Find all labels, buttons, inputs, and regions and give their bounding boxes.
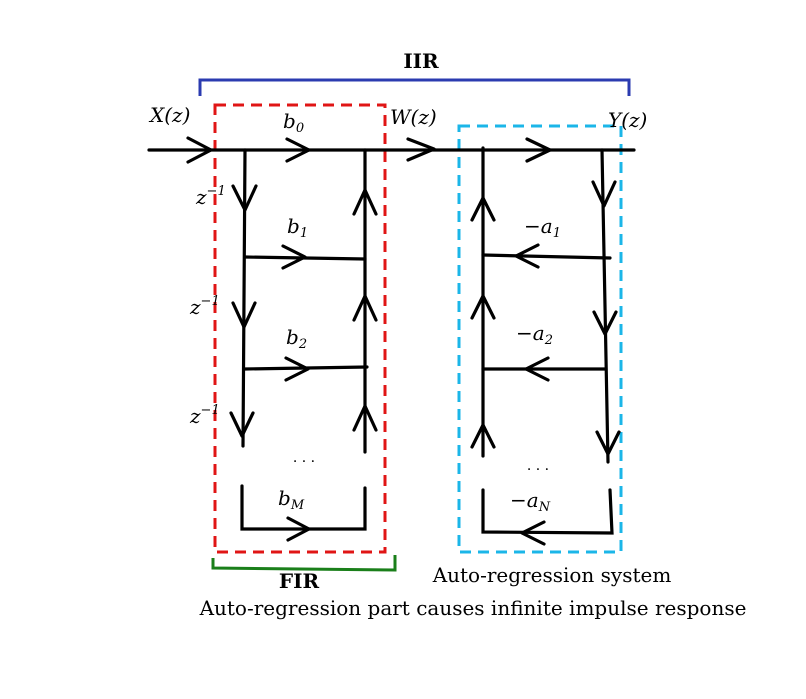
sum-arrow-3-icon [352,404,378,432]
fir-box [213,103,387,554]
sum-arrow-2-icon [352,294,378,322]
aN-label: −aN [510,488,551,515]
delay-label-3: z−1 [189,403,220,428]
aN-arrow-icon [520,520,546,546]
a2-arrow-icon [524,356,550,382]
a1-branch [481,253,612,260]
ar-delay-arrow-2-icon [592,310,618,336]
fir-delay-line [241,148,247,448]
b0-label: b0 [283,109,304,136]
delay-arrow-3-icon [229,411,255,438]
input-label: X(z) [148,103,190,127]
ar-top-arrow-icon [525,137,552,163]
ar-box [457,124,623,554]
delay-label-1: z−1 [195,184,226,209]
ar-ellipsis: · · · [527,462,549,478]
iir-label: IIR [403,49,439,73]
b2-arrow-icon [284,356,310,382]
fir-label: FIR [279,569,320,593]
a1-label: −a1 [524,214,561,241]
intermediate-label: W(z) [390,105,437,129]
aN-branch [481,488,614,535]
fir-ellipsis: · · · [293,454,315,470]
ar-delay-arrow-1-icon [591,180,617,208]
diagram-caption: Auto-regression part causes infinite imp… [199,596,747,620]
b1-label: b1 [287,214,308,241]
ar-system-caption: Auto-regression system [432,563,672,587]
fir-bracket [211,555,397,572]
ar-delay-arrow-3-icon [595,430,621,456]
ar-sum-arrow-3-icon [470,423,496,449]
sum-arrow-1-icon [352,188,378,216]
b1-arrow-icon [281,244,307,270]
bM-label: bM [278,486,305,513]
b2-label: b2 [286,325,307,352]
output-label: Y(z) [608,108,647,132]
w-arrow-icon [406,137,436,162]
iir-bracket [198,78,631,96]
a2-label: −a2 [516,321,553,348]
bM-arrow-icon [286,516,311,542]
delay-label-2: z−1 [189,294,220,319]
delay-arrow-2-icon [231,301,257,329]
b0-arrow-icon [285,137,311,163]
input-arrow-icon [186,136,213,164]
a1-arrow-icon [514,243,540,269]
ar-sum-arrow-1-icon [470,196,496,222]
ar-sum-arrow-2-icon [470,294,496,320]
delay-arrow-1-icon [231,184,258,212]
bM-branch [240,484,367,531]
